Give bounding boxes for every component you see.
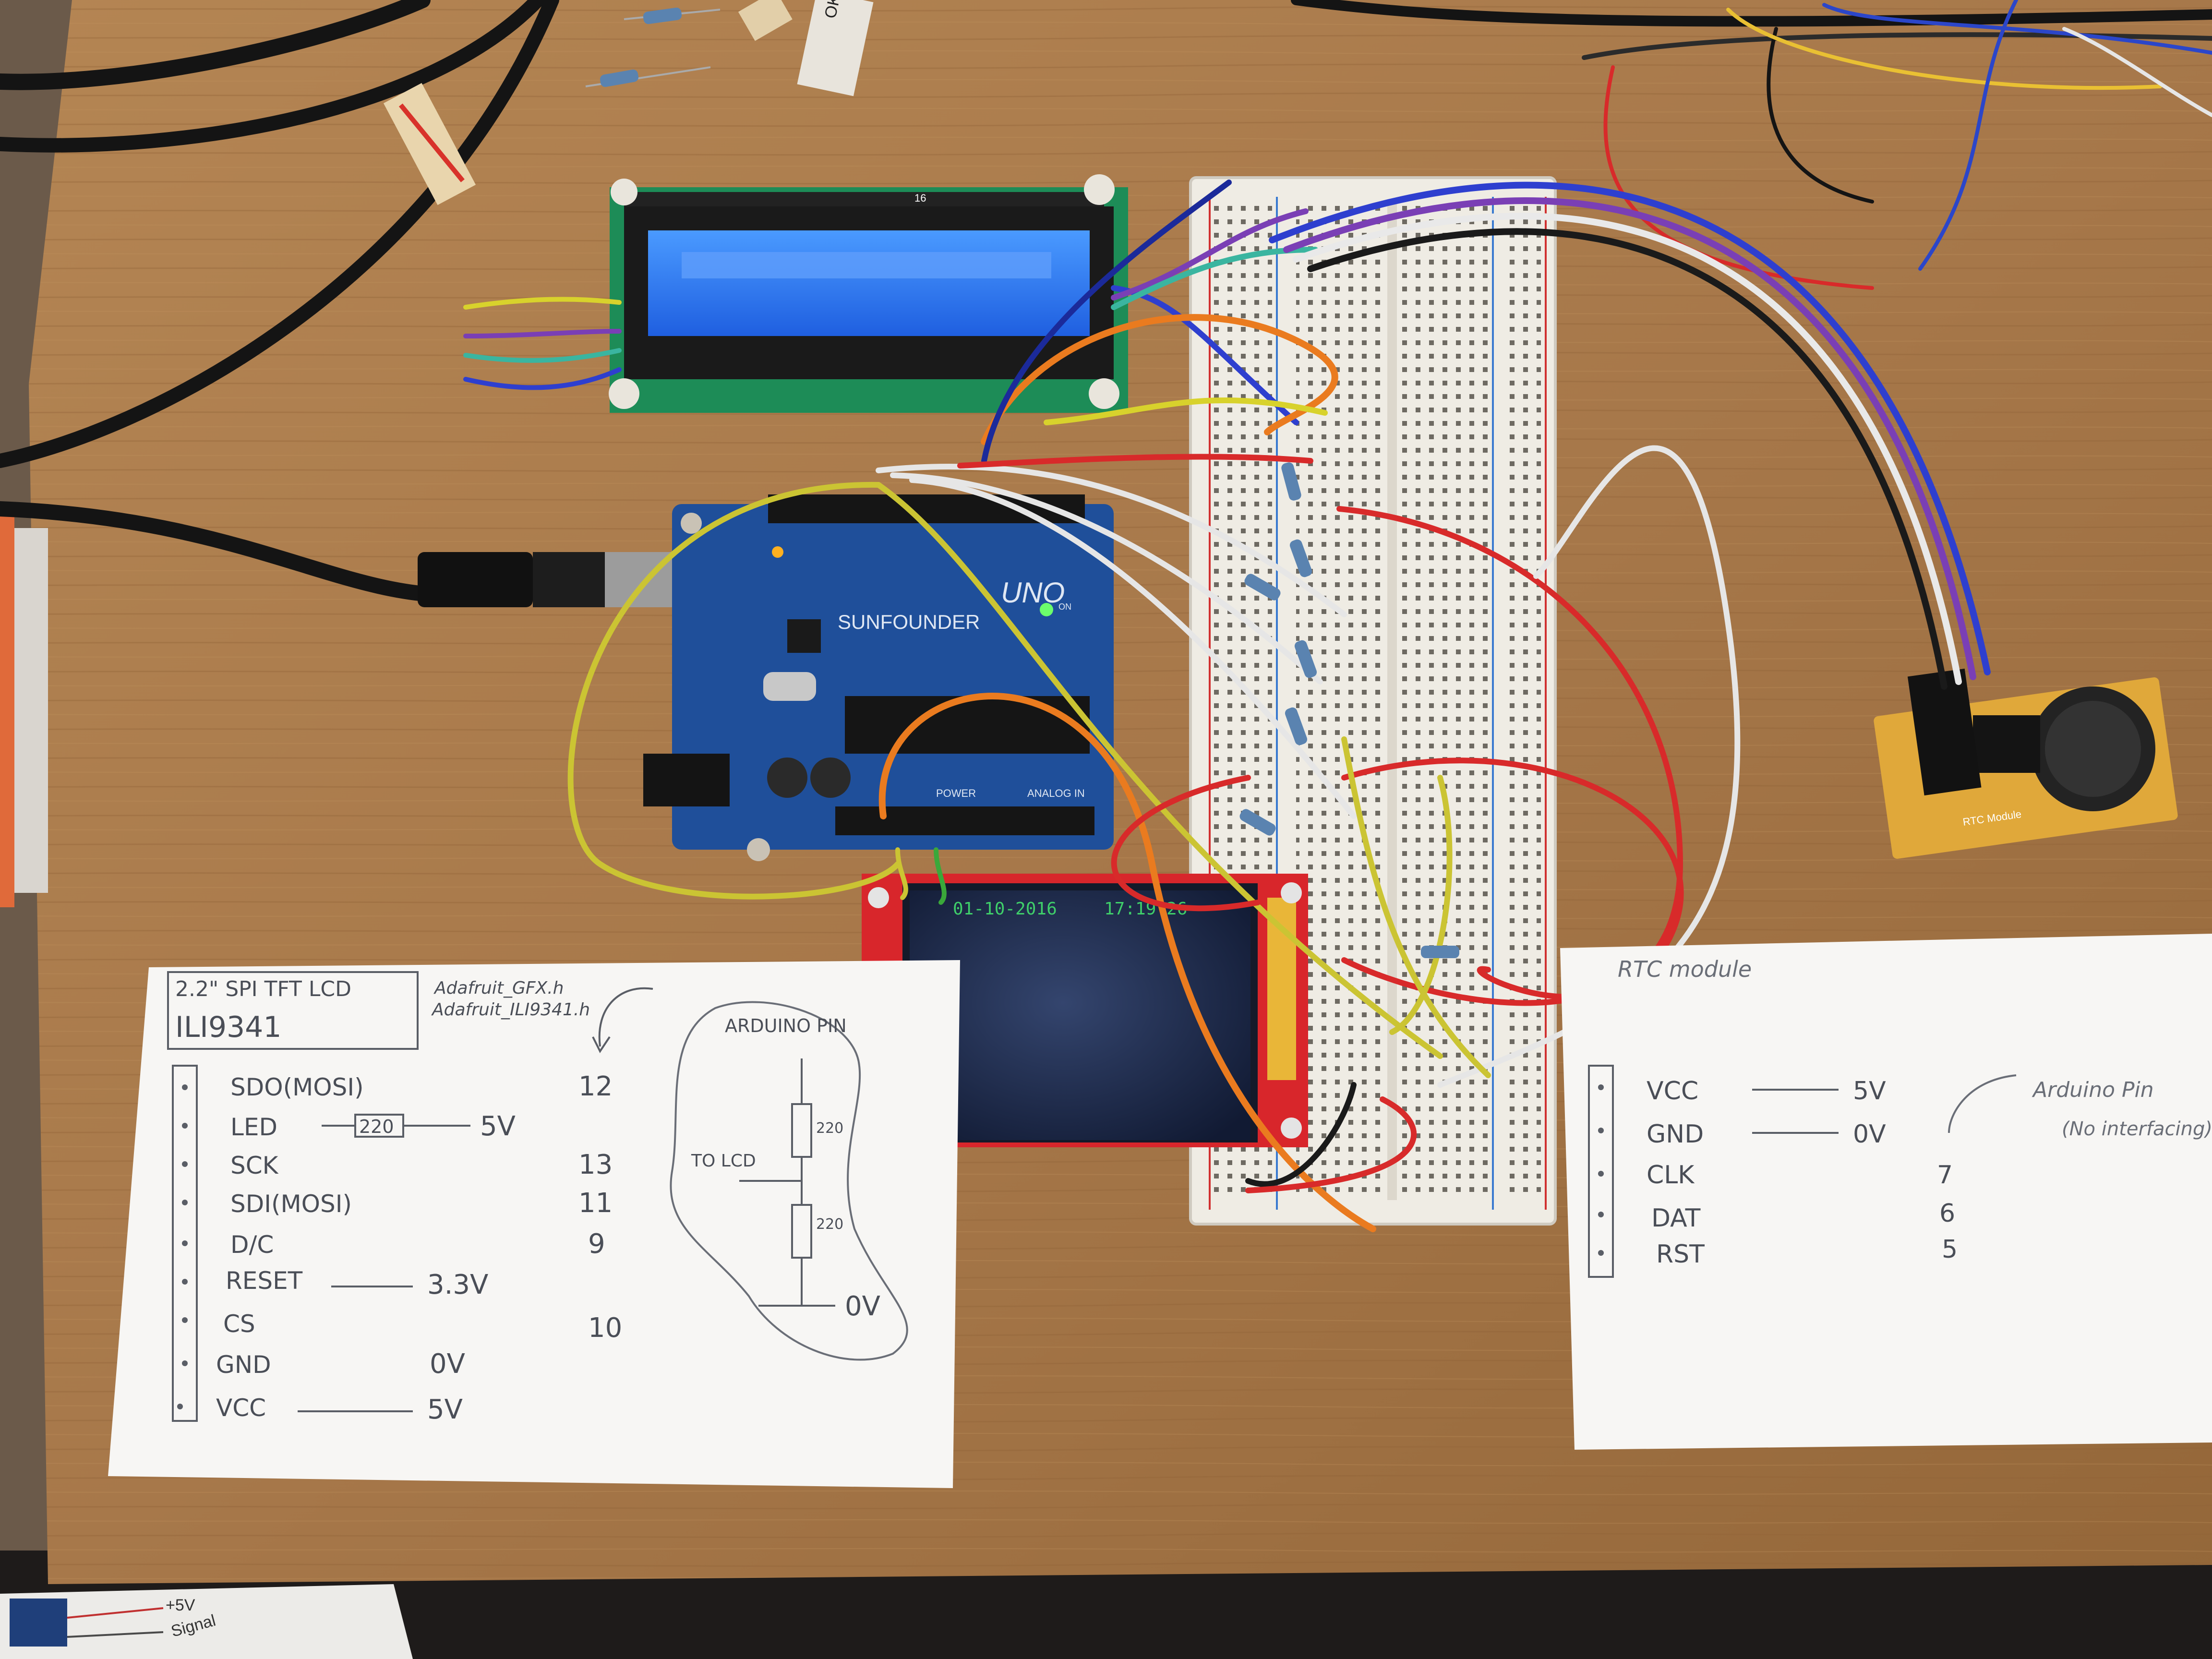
svg-text:3.3V: 3.3V [427,1269,488,1300]
svg-text:0V: 0V [1853,1120,1886,1149]
breadboard-resistors [1239,462,1459,958]
arduino-model: UNO [1001,577,1065,609]
rtc-pin-row: CLK 7 [1598,1161,1953,1190]
lcd-pin-label: 16 [914,192,926,204]
rtc-wiring-card: RTC module Arduino Pin (No interfacing) … [1560,934,2212,1450]
divider-cloud [670,1001,908,1361]
rtc-module: RTC Module [1874,668,2178,859]
rtc-card-note-line2: (No interfacing) [2062,1118,2212,1140]
tft-screen [910,890,1250,1140]
arduino-on-label: ON [1058,602,1071,612]
rtc-pin-row: VCC 5V [1598,1077,1886,1106]
svg-text:5: 5 [1942,1235,1958,1264]
rtc-connector [1907,668,1982,796]
tft-card-title-line2: ILI9341 [175,1010,282,1044]
svg-text:13: 13 [578,1149,613,1180]
usb-chip [787,619,821,653]
tft-wiring-card: 2.2" SPI TFT LCD ILI9341 Adafruit_GFX.h … [108,960,960,1488]
top-cables [0,0,2212,603]
rtc-pin-row: RST 5 [1598,1235,1958,1269]
tft-pin-row: D/C 9 [182,1228,605,1260]
breadboard-terminal-right [1402,202,1488,1200]
divider-to: TO LCD [691,1151,756,1171]
svg-text:12: 12 [578,1071,613,1102]
arduino-power-label: POWER [936,787,976,799]
tft-pin-row: SDI(MOSI) 11 [182,1188,613,1219]
svg-text:6: 6 [1939,1199,1955,1228]
bottom-left-diagram-strip: +5V Signal [0,1584,413,1659]
atmega-chip [845,696,1090,754]
rtc-card-pin-strip [1588,1065,1614,1278]
tft-card-title-line1: 2.2" SPI TFT LCD [175,977,351,1001]
tft-pin-row: GND 0V [182,1348,465,1380]
svg-text:SCK: SCK [230,1152,279,1179]
divider-ground: 0V [845,1291,880,1322]
tft-pin-row: LED 220 5V [182,1111,516,1142]
tft-pin-row: VCC 5V [177,1394,463,1425]
bottom-strip-line1: +5V [166,1596,195,1614]
svg-text:0V: 0V [430,1348,465,1380]
lcd-backlit-screen [648,230,1090,336]
rtc-coin-cell [2045,701,2141,797]
tft-pin-row: RESET 3.3V [182,1267,488,1300]
usb-cable [418,552,696,607]
arduino-analog-label: ANALOG IN [1027,787,1085,799]
svg-text:5V: 5V [1853,1077,1886,1106]
svg-text:11: 11 [578,1188,613,1219]
svg-text:SDO(MOSI): SDO(MOSI) [230,1073,364,1101]
svg-text:5V: 5V [427,1394,463,1425]
svg-text:10: 10 [588,1312,622,1344]
svg-text:RST: RST [1656,1240,1705,1269]
svg-text:CLK: CLK [1647,1161,1695,1190]
svg-text:RESET: RESET [226,1267,303,1295]
lcd-character-row [682,252,1051,278]
svg-text:7: 7 [1937,1161,1953,1190]
svg-text:VCC: VCC [216,1394,266,1422]
tft-pin-row: SDO(MOSI) 12 [182,1071,613,1102]
svg-text:GND: GND [216,1351,271,1379]
rtc-pin-row: GND 0V [1598,1120,1886,1149]
tft-card-lib1: Adafruit_GFX.h [433,978,564,998]
lcd-header-pins [624,192,1104,206]
tft-pin-row: SCK 13 [182,1149,613,1180]
svg-text:220: 220 [359,1116,394,1137]
rtc-card-title: RTC module [1618,956,1752,982]
tft-date: 01-10-2016 [953,899,1057,919]
svg-text:D/C: D/C [230,1231,274,1259]
svg-text:GND: GND [1647,1120,1704,1149]
arduino-uno-board: SUNFOUNDER UNO POWER ANALOG IN ON [643,494,1114,861]
divider-label: ARDUINO PIN [725,1015,847,1036]
breadboard-terminal-left [1296,202,1382,1200]
svg-text:5V: 5V [480,1111,516,1142]
tft-card-lib2: Adafruit_ILI9341.h [431,1000,590,1020]
svg-text:9: 9 [588,1228,605,1260]
power-jack [643,754,730,806]
lcd-1602-module: 16 [609,174,1128,413]
breadboard-rail-right [1503,202,1541,1200]
svg-text:LED: LED [230,1113,277,1141]
tft-card-pin-strip [172,1065,198,1422]
svg-text:CS: CS [223,1310,255,1338]
arduino-brand: SUNFOUNDER [838,611,980,633]
loose-resistors [585,0,793,87]
divider-r1: 220 [816,1120,843,1137]
jumper-wires [463,180,1991,1232]
paper-strip-top [797,0,874,96]
left-edge-orange-tape [0,514,14,907]
rtc-card-note-line1: Arduino Pin [2032,1078,2154,1102]
crystal [763,672,816,701]
analog-header [835,806,1094,835]
svg-text:SDI(MOSI): SDI(MOSI) [230,1190,352,1218]
rtc-pin-row: DAT 6 [1598,1199,1955,1233]
svg-text:DAT: DAT [1651,1204,1701,1233]
divider-r2: 220 [816,1216,843,1233]
tft-pin-row: CS 10 [182,1310,622,1344]
svg-text:VCC: VCC [1647,1077,1698,1106]
